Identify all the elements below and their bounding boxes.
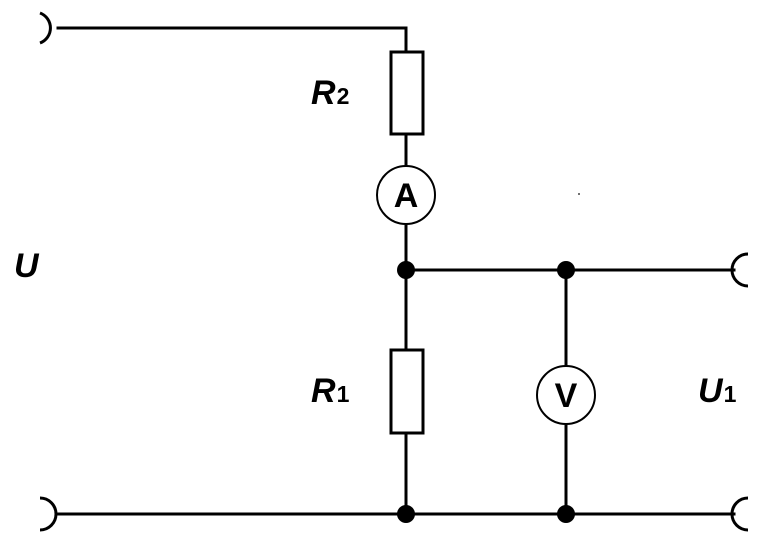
label-r1: R1	[311, 372, 350, 410]
voltmeter-circle	[536, 365, 596, 425]
terminal-output-top	[730, 252, 749, 288]
stray-dot	[578, 193, 580, 195]
top-wire	[56, 26, 408, 54]
terminal-output-bottom	[730, 496, 749, 532]
junction-node-middle-left	[397, 261, 415, 279]
label-u1: U1	[698, 372, 737, 410]
junction-node-bottom-right	[557, 505, 575, 523]
terminal-input-bottom	[39, 496, 58, 532]
label-r2: R2	[311, 74, 349, 112]
resistor-r2	[389, 50, 425, 136]
junction-node-middle-right	[557, 261, 575, 279]
ammeter-label: A	[394, 177, 419, 215]
ammeter-circle	[376, 165, 436, 225]
label-u: U	[14, 247, 40, 285]
voltmeter-label: V	[555, 377, 578, 415]
junction-node-bottom-left	[397, 505, 415, 523]
terminal-input-top	[39, 11, 52, 45]
resistor-r1	[389, 348, 425, 435]
